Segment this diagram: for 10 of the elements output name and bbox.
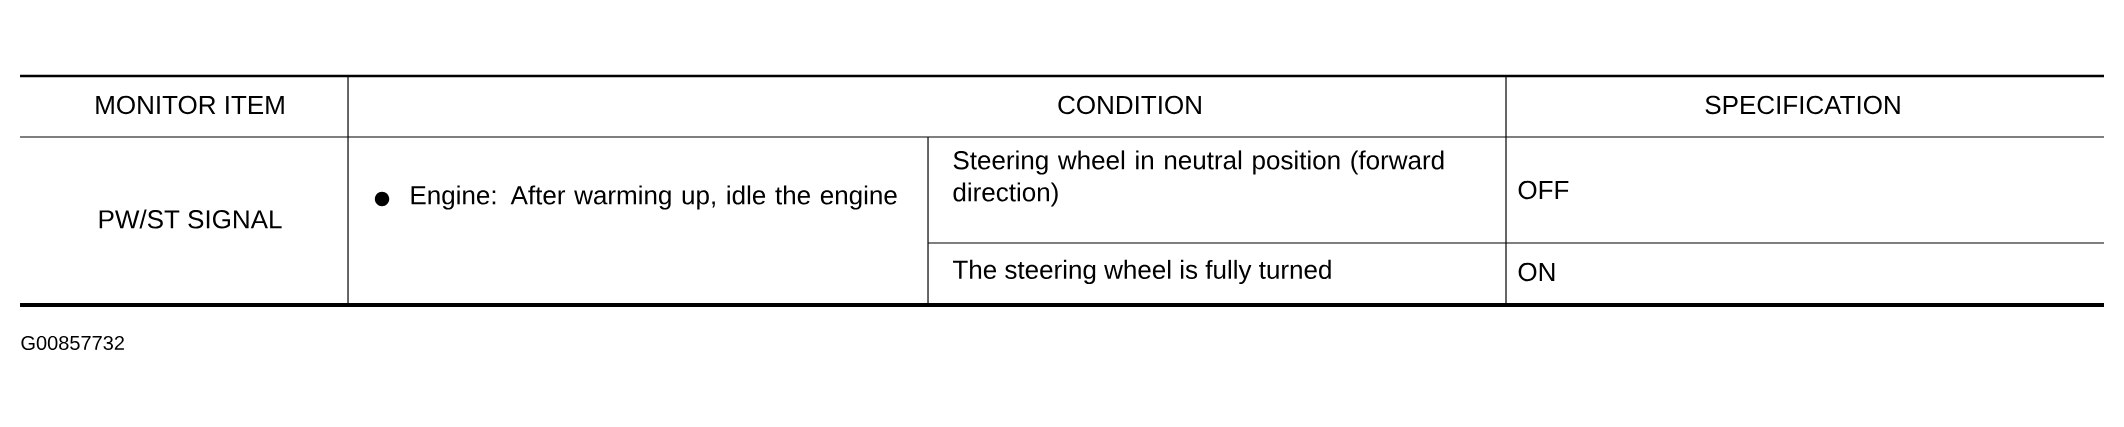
header-cell: MONITOR ITEM (96, 95, 284, 115)
header-cell: SPECIFICATION (1705, 95, 1900, 115)
table-cell: The steering wheel is fully turned (953, 259, 1331, 285)
figure-code: G00857732 (21, 335, 124, 351)
table-cell: Engine: After warming up, idle the engine (411, 185, 897, 210)
header-cell: CONDITION (1058, 95, 1201, 115)
table-cell: OFF (1518, 180, 1569, 200)
table-cell: Steering wheel in neutral position (forward direction) (953, 150, 1444, 207)
table-cell: ON (1518, 262, 1555, 282)
table-cell: PW/ST SIGNAL (99, 209, 282, 229)
